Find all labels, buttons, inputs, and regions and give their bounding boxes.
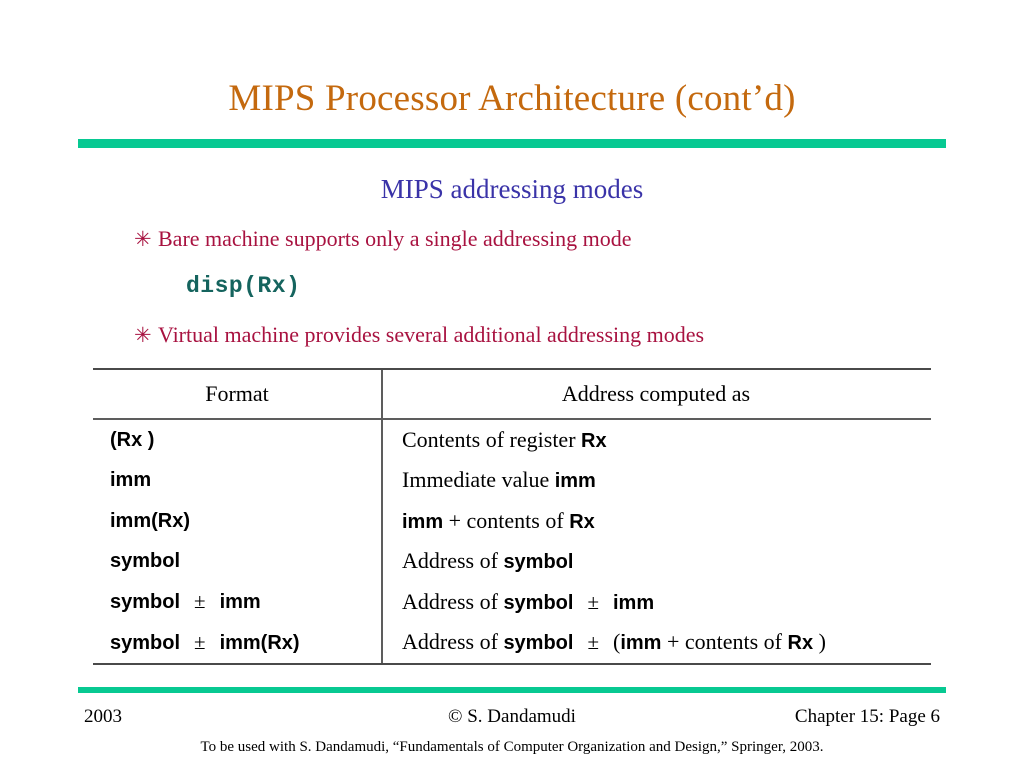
cell-format: symbol ± imm(Rx) — [93, 630, 381, 655]
code-token: imm — [554, 470, 596, 493]
cell-format: symbol ± imm — [93, 589, 381, 614]
addressing-modes-table: Format Address computed as (Rx ) Content… — [93, 368, 931, 665]
section-subtitle: MIPS addressing modes — [380, 174, 644, 204]
column-header-address: Address computed as — [561, 381, 751, 406]
code-token: imm — [402, 510, 444, 533]
table-row: imm Immediate value imm — [93, 460, 931, 501]
cell-format: imm(Rx) — [93, 509, 381, 533]
cell-address: Address of symbol — [381, 548, 931, 574]
code-token: symbol — [110, 631, 181, 654]
footer-attribution-note: To be used with S. Dandamudi, “Fundament… — [200, 739, 824, 755]
table-top-rule — [93, 368, 931, 370]
column-header-format: Format — [205, 381, 269, 406]
bullet-item-1: ✳ Bare machine supports only a single ad… — [134, 225, 632, 253]
text-run: ( — [613, 629, 621, 655]
cell-format: (Rx ) — [93, 428, 381, 452]
code-token: imm(Rx) — [219, 631, 300, 654]
title-divider-rule — [78, 139, 946, 148]
code-token: imm(Rx) — [110, 509, 191, 532]
code-token: (Rx ) — [110, 428, 155, 451]
cell-address: Address of symbol ± imm — [381, 589, 931, 615]
table-header-rule — [93, 418, 931, 420]
code-token: imm — [613, 591, 655, 614]
code-token: imm — [620, 632, 662, 655]
text-run: ) — [813, 629, 826, 655]
text-run: Address of — [402, 629, 504, 655]
code-token: imm — [219, 591, 261, 614]
cell-address: Immediate value imm — [381, 467, 931, 493]
plus-minus-symbol: ± — [194, 589, 206, 614]
code-token: symbol — [110, 591, 181, 614]
table-body: (Rx ) Contents of register Rx imm Immedi… — [93, 420, 931, 663]
footer-copyright: © S. Dandamudi — [448, 706, 576, 727]
plus-minus-symbol: ± — [587, 630, 599, 655]
table-row: symbol ± imm(Rx) Address of symbol ± (imm + … — [93, 622, 931, 663]
cell-address: Address of symbol±(imm + contents of Rx … — [381, 629, 931, 655]
page-title: MIPS Processor Architecture (cont’d) — [228, 78, 796, 119]
table-column-divider — [381, 370, 383, 663]
code-token: imm — [110, 469, 152, 492]
cell-format: imm — [93, 468, 381, 492]
table-row: imm(Rx) imm + contents of Rx — [93, 501, 931, 542]
asterisk-bullet-icon: ✳ — [134, 323, 152, 347]
footer-page-number: Chapter 15: Page 6 — [794, 706, 940, 727]
cell-address: imm + contents of Rx — [381, 508, 931, 534]
code-token: symbol — [110, 550, 181, 573]
text-run: Address of — [402, 588, 504, 614]
code-token: symbol — [503, 591, 574, 614]
text-run: Address of — [402, 548, 504, 574]
plus-minus-symbol: ± — [194, 629, 206, 654]
footer-divider-rule — [78, 687, 946, 693]
asterisk-bullet-icon: ✳ — [134, 227, 152, 251]
text-run: + contents of — [443, 507, 570, 533]
code-token: Rx — [787, 632, 814, 655]
footer-year: 2003 — [84, 706, 122, 727]
plus-minus-symbol: ± — [587, 589, 599, 614]
table-row: symbol Address of symbol — [93, 541, 931, 582]
cell-address: Contents of register Rx — [381, 427, 931, 453]
table-inner: Format Address computed as (Rx ) Content… — [93, 370, 931, 663]
table-row: (Rx ) Contents of register Rx — [93, 420, 931, 461]
bullet-item-2: ✳ Virtual machine provides several addit… — [134, 321, 704, 349]
code-token: Rx — [569, 510, 595, 533]
text-run: + contents of — [661, 629, 788, 655]
cell-format: symbol — [93, 549, 381, 573]
table-header-row: Format Address computed as — [93, 370, 931, 418]
code-token: symbol — [503, 632, 574, 655]
code-token: Rx — [581, 429, 607, 452]
bullet-item-2-label: Virtual machine provides several additio… — [158, 322, 705, 347]
table-bottom-rule — [93, 662, 931, 665]
text-run: Contents of register — [402, 426, 582, 452]
table-row: symbol ± imm Address of symbol ± imm — [93, 582, 931, 623]
text-run: Immediate value — [402, 467, 555, 493]
code-token: symbol — [503, 551, 574, 574]
code-sample-disp-rx: disp(Rx) — [186, 273, 301, 299]
bullet-item-1-label: Bare machine supports only a single addr… — [158, 226, 632, 251]
